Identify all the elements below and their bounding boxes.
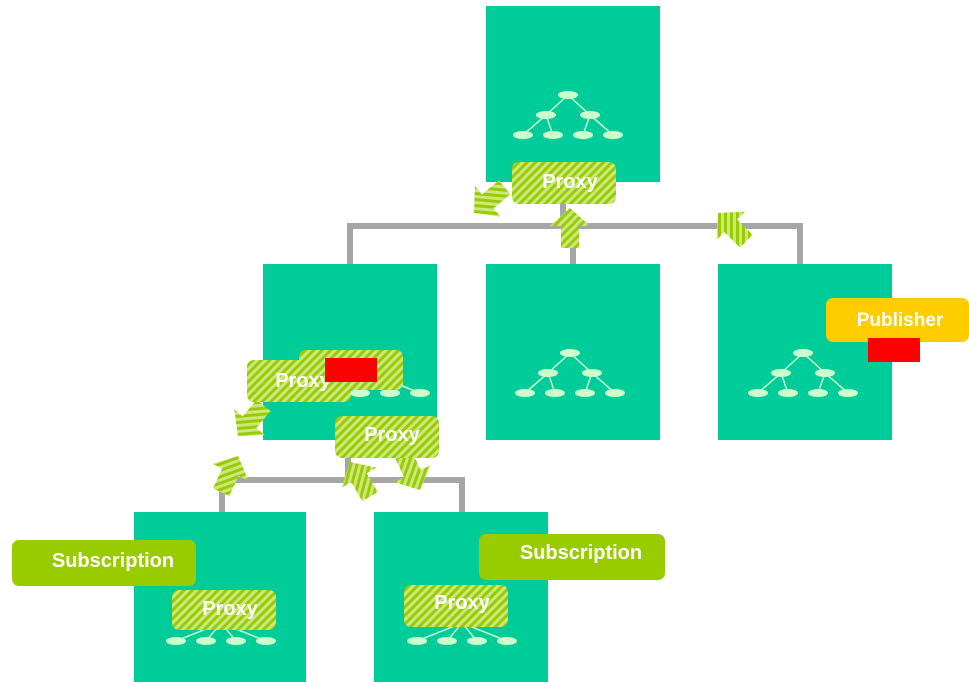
subscription-bottom-left: Subscription: [12, 540, 196, 586]
proxy-bottom-right: Proxy: [404, 585, 508, 627]
proxy-root-label: Proxy: [542, 171, 598, 193]
proxy-mid-bottom: Proxy: [335, 416, 439, 458]
proxy-bottom-left-label: Proxy: [202, 598, 258, 620]
publisher-badge: Publisher: [826, 298, 969, 342]
publisher-label: Publisher: [857, 310, 944, 331]
marker-publisher: [868, 338, 920, 362]
proxy-mid-left-front-label: Proxy: [275, 370, 331, 392]
subscription-bottom-right-label: Subscription: [520, 542, 642, 564]
proxy-bottom-left: Proxy: [172, 590, 276, 630]
proxy-bottom-right-label: Proxy: [434, 592, 490, 614]
subscription-bottom-left-label: Subscription: [52, 550, 174, 572]
arrow-icon-bottom-left-up: [202, 447, 257, 501]
connector-bottom: [219, 477, 465, 512]
proxy-root: Proxy: [512, 162, 616, 204]
subscription-bottom-right: Subscription: [479, 534, 665, 580]
proxy-mid-bottom-label: Proxy: [364, 424, 420, 446]
marker-mid-left: [325, 358, 377, 382]
